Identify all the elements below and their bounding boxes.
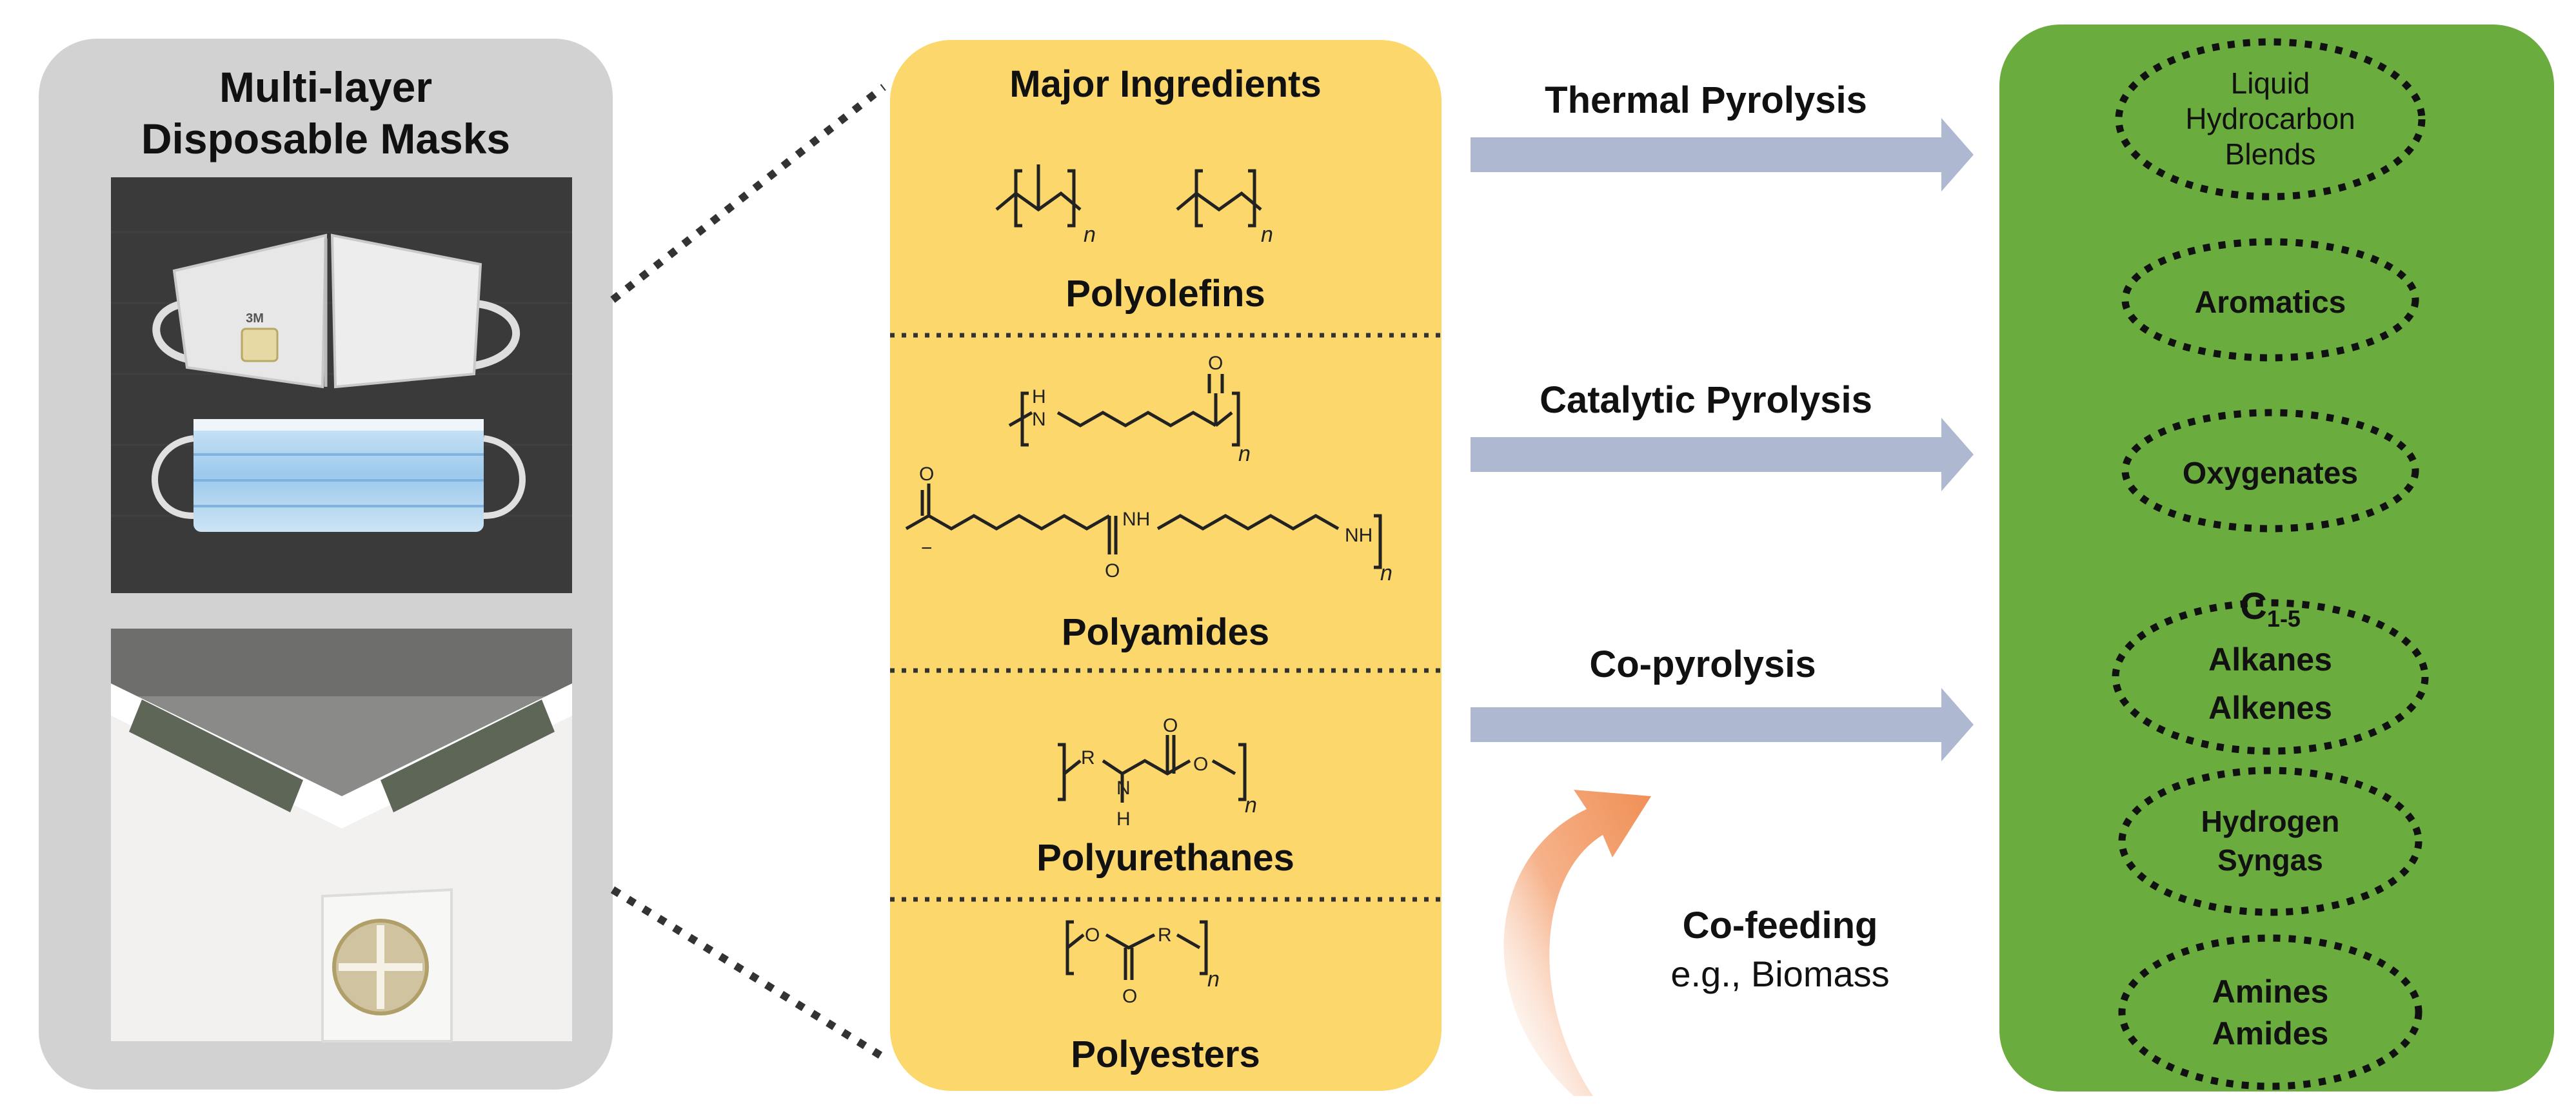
polyurethane-o-2: O (1193, 754, 1208, 775)
product-1-line-0: Aromatics (2195, 286, 2346, 320)
mask-title-line2: Disposable Masks (141, 115, 510, 162)
product-liquid-hydrocarbon-blends: Liquid Hydrocarbon Blends (2115, 38, 2426, 201)
polyamide-o-1: O (1208, 353, 1223, 374)
polyester-o-1: O (1085, 925, 1100, 946)
polyurethane-r: R (1081, 747, 1095, 768)
polyamide-nh-2: NH (1345, 525, 1372, 546)
polyamide-nh-1: NH (1122, 509, 1150, 530)
polyamide-h: H (1032, 386, 1046, 407)
ingredients-header: Major Ingredients (1009, 63, 1321, 105)
connector-bottom (610, 886, 886, 1061)
mask-brand-label: 3M (246, 311, 264, 326)
product-4-line-1: Syngas (2217, 843, 2323, 877)
product-4-line-0: Hydrogen (2201, 805, 2340, 838)
polyolefin-n-1: n (1084, 222, 1096, 247)
process-label-copyrolysis: Co-pyrolysis (1589, 643, 1816, 685)
process-label-thermal: Thermal Pyrolysis (1545, 79, 1867, 121)
ingredient-panel: Major Ingredients n n Polyolefins (890, 40, 1442, 1091)
polyester-structure (1065, 920, 1208, 980)
cofeeding-example: e.g., Biomass (1670, 954, 1889, 994)
polyurethane-structure (1058, 735, 1247, 803)
polyurethane-n: n (1245, 793, 1257, 817)
product-oxygenates: Oxygenates (2121, 409, 2419, 533)
polyamide-o-3: O (1105, 560, 1120, 582)
polyurethane-h: H (1116, 808, 1131, 830)
mask-panel: Multi-layer Disposable Masks 3M (39, 39, 613, 1090)
product-3-c-base: C (2240, 585, 2267, 627)
cofeeding: Co-feeding e.g., Biomass (1503, 790, 1890, 1096)
product-3-c-sub: 1-5 (2267, 605, 2301, 632)
arrow-catalytic (1471, 418, 1974, 491)
product-5-line-0: Amines (2212, 974, 2329, 1010)
polyamide-n-atom: N (1032, 409, 1046, 430)
product-3-carbon: C1-5 (2240, 585, 2301, 632)
polyolefin-structures (995, 164, 1262, 228)
product-0-line-2: Blends (2225, 137, 2316, 171)
polyamide-structures (905, 374, 1382, 569)
product-3-line-0: Alkanes (2208, 641, 2332, 678)
process-catalytic: Catalytic Pyrolysis (1471, 379, 1974, 491)
cofeeding-arrow (1503, 790, 1651, 1096)
polyurethane-n-atom: N (1116, 778, 1131, 799)
section-label-polyurethanes: Polyurethanes (1036, 837, 1294, 879)
polyamide-n-2: n (1380, 561, 1392, 585)
product-hydrogen-syngas: Hydrogen Syngas (2118, 767, 2422, 916)
mask-photo-bottom (111, 629, 572, 1043)
section-label-polyolefins: Polyolefins (1065, 273, 1265, 315)
process-thermal: Thermal Pyrolysis (1471, 79, 1974, 191)
cofeeding-label: Co-feeding (1683, 905, 1878, 946)
section-label-polyesters: Polyesters (1071, 1033, 1260, 1075)
polyester-o-2: O (1122, 986, 1137, 1007)
polyurethane-o-1: O (1163, 715, 1178, 736)
arrow-copyrolysis (1471, 688, 1974, 761)
polyester-r: R (1158, 925, 1172, 946)
product-0-line-0: Liquid (2231, 66, 2310, 100)
mask-photo-top: 3M (111, 177, 572, 593)
product-3-line-1: Alkenes (2208, 690, 2332, 726)
polyolefin-n-2: n (1261, 222, 1273, 247)
process-copyrolysis: Co-pyrolysis (1471, 643, 1974, 761)
process-label-catalytic: Catalytic Pyrolysis (1540, 379, 1872, 421)
ingredient-panel-bg (890, 40, 1442, 1091)
polyamide-o-2: O (919, 464, 934, 485)
connector-top (610, 84, 886, 303)
product-5-line-1: Amides (2212, 1015, 2329, 1052)
zoom-connectors (610, 84, 886, 1061)
product-panel-bg (1999, 24, 2554, 1092)
product-c1-5-alkanes-alkenes: C1-5 Alkanes Alkenes (2112, 585, 2429, 755)
product-aromatics: Aromatics (2121, 238, 2419, 362)
polyester-n: n (1207, 967, 1220, 992)
product-panel: Liquid Hydrocarbon Blends Aromatics Oxyg… (1999, 24, 2554, 1092)
product-amines-amides: Amines Amides (2118, 934, 2422, 1090)
product-0-line-1: Hydrocarbon (2185, 102, 2355, 135)
mask-title-line1: Multi-layer (219, 63, 432, 111)
product-2-line-0: Oxygenates (2183, 456, 2358, 491)
polyamide-n-1: n (1238, 442, 1251, 466)
polyamide-minus: − (921, 538, 933, 559)
section-label-polyamides: Polyamides (1062, 611, 1269, 653)
arrow-thermal (1471, 118, 1974, 191)
